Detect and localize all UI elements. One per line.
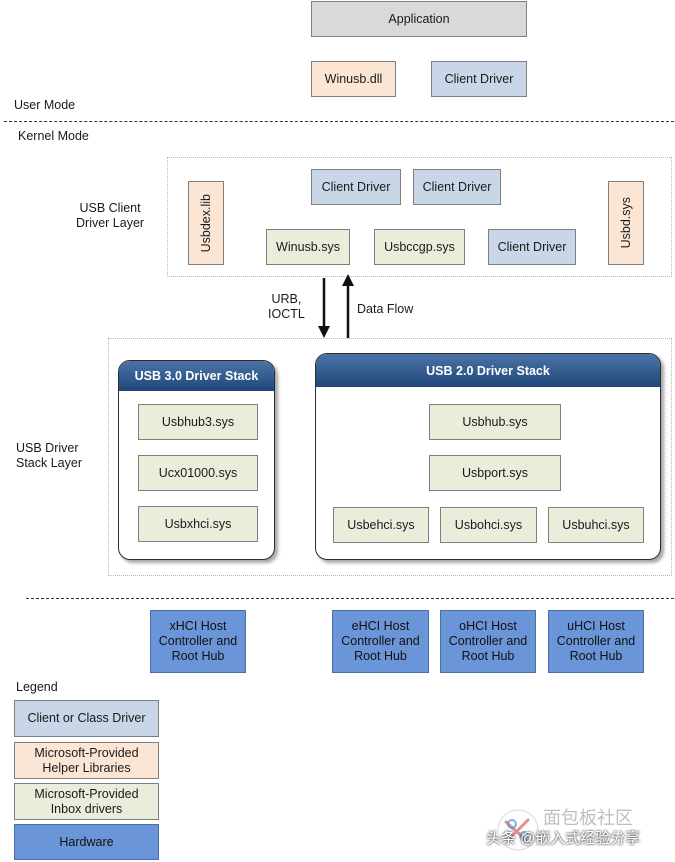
winusb-dll-box: Winusb.dll	[311, 61, 396, 97]
xhci-host-controller-box: xHCI Host Controller and Root Hub	[150, 610, 246, 673]
usbdex-lib-box: Usbdex.lib	[188, 181, 224, 265]
winusb-dll-label: Winusb.dll	[324, 71, 383, 86]
data-flow-label: Data Flow	[357, 302, 414, 316]
software-hardware-divider	[26, 598, 674, 599]
legend-title: Legend	[16, 680, 58, 694]
usbhub-sys-label: Usbhub.sys	[462, 414, 528, 429]
application-label: Application	[388, 11, 450, 26]
urb-ioctl-label: URB, IOCTL	[268, 292, 305, 321]
usbuhci-sys-label: Usbuhci.sys	[562, 517, 630, 532]
usbd-sys-label: Usbd.sys	[618, 197, 633, 249]
application-box: Application	[311, 1, 527, 37]
usbport-sys-label: Usbport.sys	[462, 465, 528, 480]
user-kernel-divider	[4, 121, 674, 122]
usbccgp-sys-box: Usbccgp.sys	[374, 229, 465, 265]
watermark-logo-icon	[496, 808, 540, 852]
client-driver-layer-area	[167, 157, 672, 277]
usbehci-sys-label: Usbehci.sys	[347, 517, 415, 532]
usbhub3-sys-box: Usbhub3.sys	[138, 404, 258, 440]
legend-client-driver-label: Client or Class Driver	[27, 711, 146, 725]
ohci-host-controller-box: oHCI Host Controller and Root Hub	[440, 610, 536, 673]
usbdex-lib-label: Usbdex.lib	[198, 193, 213, 253]
ohci-host-controller-label: oHCI Host Controller and Root Hub	[448, 619, 528, 663]
usbohci-sys-box: Usbohci.sys	[440, 507, 537, 543]
client-driver-box-1: Client Driver	[311, 169, 401, 205]
usb2-stack-header: USB 2.0 Driver Stack	[316, 354, 660, 387]
watermark-logo-text: 面包板社区	[543, 808, 633, 828]
ucx01000-sys-box: Ucx01000.sys	[138, 455, 258, 491]
legend-helper-libraries-label: Microsoft-Provided Helper Libraries	[34, 745, 139, 775]
usb3-stack-header: USB 3.0 Driver Stack	[119, 361, 274, 391]
usb3-stack-title: USB 3.0 Driver Stack	[134, 369, 259, 383]
usbccgp-sys-label: Usbccgp.sys	[384, 239, 455, 254]
uhci-host-controller-label: uHCI Host Controller and Root Hub	[556, 619, 636, 663]
legend-helper-libraries: Microsoft-Provided Helper Libraries	[14, 742, 159, 779]
usbhub3-sys-label: Usbhub3.sys	[161, 414, 235, 429]
usbd-sys-box: Usbd.sys	[608, 181, 644, 265]
usbuhci-sys-box: Usbuhci.sys	[548, 507, 644, 543]
user-client-driver-label: Client Driver	[444, 71, 514, 86]
legend-inbox-drivers-label: Microsoft-Provided Inbox drivers	[34, 786, 139, 816]
driver-stack-layer-area	[108, 338, 672, 576]
ucx01000-sys-label: Ucx01000.sys	[158, 465, 238, 480]
usbehci-sys-box: Usbehci.sys	[333, 507, 429, 543]
xhci-host-controller-label: xHCI Host Controller and Root Hub	[158, 619, 238, 663]
down-arrow-head	[318, 326, 330, 338]
stack-layer-label: USB Driver Stack Layer	[16, 441, 83, 470]
watermark-caption: 头条 @嵌入式经验分享	[486, 830, 641, 847]
kernel-mode-label: Kernel Mode	[18, 129, 89, 143]
client-driver-label-1: Client Driver	[321, 179, 391, 194]
legend-client-driver: Client or Class Driver	[14, 700, 159, 737]
client-driver-label-2: Client Driver	[422, 179, 492, 194]
ehci-host-controller-label: eHCI Host Controller and Root Hub	[341, 619, 420, 663]
uhci-host-controller-box: uHCI Host Controller and Root Hub	[548, 610, 644, 673]
legend-hardware-label: Hardware	[59, 834, 114, 849]
client-driver-box-3: Client Driver	[488, 229, 576, 265]
client-driver-label-3: Client Driver	[497, 239, 567, 254]
data-flow-arrows	[318, 274, 354, 338]
legend-inbox-drivers: Microsoft-Provided Inbox drivers	[14, 783, 159, 820]
user-client-driver-box: Client Driver	[431, 61, 527, 97]
usbport-sys-box: Usbport.sys	[429, 455, 561, 491]
ehci-host-controller-box: eHCI Host Controller and Root Hub	[332, 610, 429, 673]
winusb-sys-label: Winusb.sys	[276, 239, 340, 254]
client-layer-label: USB Client Driver Layer	[76, 201, 145, 230]
user-mode-label: User Mode	[14, 98, 76, 112]
usbxhci-sys-box: Usbxhci.sys	[138, 506, 258, 542]
winusb-sys-box: Winusb.sys	[266, 229, 350, 265]
usbhub-sys-box: Usbhub.sys	[429, 404, 561, 440]
legend-hardware: Hardware	[14, 824, 159, 860]
usbohci-sys-label: Usbohci.sys	[454, 517, 523, 532]
up-arrow-head	[342, 274, 354, 286]
usbxhci-sys-label: Usbxhci.sys	[164, 516, 232, 531]
usb2-stack-title: USB 2.0 Driver Stack	[426, 363, 550, 378]
client-driver-box-2: Client Driver	[413, 169, 501, 205]
